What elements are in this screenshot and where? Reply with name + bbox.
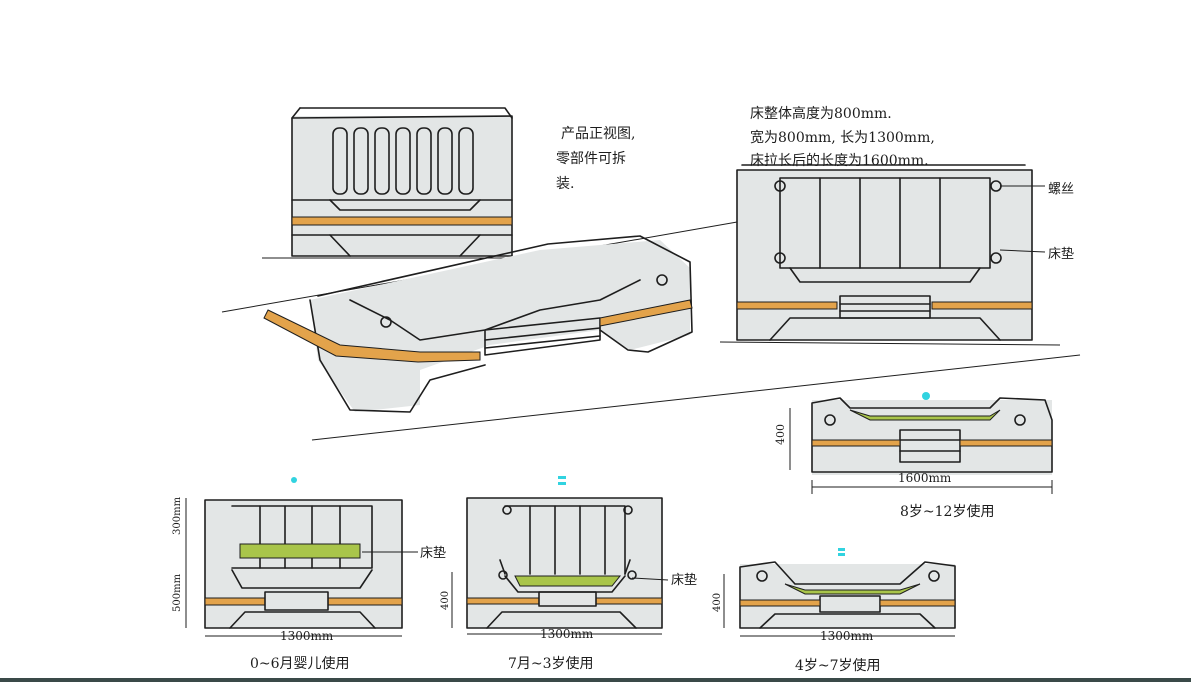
screw-icon — [774, 180, 786, 192]
screw-icon — [380, 316, 392, 328]
screw-icon — [656, 274, 668, 286]
pad-label-right: 床垫 — [1048, 246, 1074, 262]
screw-icon — [990, 252, 1002, 264]
front-view-note-2: 零部件可拆 — [556, 151, 626, 167]
screw-icon — [928, 570, 940, 582]
view-c-caption: 4岁~7岁使用 — [795, 657, 881, 674]
view-a-width: 1300mm — [280, 629, 334, 643]
view-a-caption: 0~6月婴儿使用 — [250, 655, 350, 672]
perspective-view — [221, 217, 1081, 441]
orange-band — [204, 597, 266, 606]
orange-band — [466, 597, 540, 605]
orange-band — [263, 309, 481, 363]
view-d-caption: 8岁~12岁使用 — [900, 503, 994, 520]
view-c-bed — [723, 548, 956, 637]
screw-icon — [502, 505, 512, 515]
front-view-crib — [262, 107, 540, 259]
screw-icon — [623, 505, 633, 515]
view-b-crib — [451, 476, 669, 635]
screw-icon — [498, 570, 508, 580]
front-view-note-3: 装. — [556, 176, 574, 192]
front-view-note-1: 产品正视图, — [561, 126, 635, 142]
orange-band — [291, 216, 513, 226]
mattress — [239, 543, 361, 559]
screw-icon — [1014, 414, 1026, 426]
spec-line-1: 床整体高度为800mm. — [750, 105, 892, 122]
marker-dot — [922, 392, 930, 400]
bottom-edge-band — [0, 678, 1191, 682]
screw-icon — [627, 570, 637, 580]
crib-bars — [332, 127, 474, 195]
view-d-extended-bed — [789, 392, 1053, 494]
orange-band — [811, 439, 901, 447]
view-d-width: 1600mm — [898, 471, 952, 485]
side-view-extended — [719, 164, 1061, 346]
orange-band — [739, 599, 821, 607]
pad-label-b: 床垫 — [671, 572, 697, 588]
marker-dot — [838, 548, 845, 551]
pad-label-a: 床垫 — [420, 545, 446, 561]
screw-icon — [774, 252, 786, 264]
mattress — [849, 409, 1001, 421]
mattress — [784, 583, 921, 595]
view-c-height: 400 — [712, 593, 723, 612]
marker-dot — [291, 477, 297, 483]
view-b-width: 1300mm — [540, 627, 594, 641]
mattress — [514, 575, 622, 587]
view-a-top-dim: 300mm — [172, 496, 183, 535]
view-b-caption: 7月~3岁使用 — [508, 655, 594, 672]
view-a-crib — [185, 477, 418, 637]
orange-band — [736, 301, 838, 310]
marker-dot — [558, 476, 566, 479]
screw-label: 螺丝 — [1048, 182, 1074, 197]
spec-line-3: 床拉长后的长度为1600mm. — [750, 153, 929, 169]
screw-icon — [756, 570, 768, 582]
view-c-width: 1300mm — [820, 629, 874, 643]
view-d-height: 400 — [774, 424, 787, 445]
view-b-height: 400 — [440, 591, 451, 610]
spec-line-2: 宽为800mm, 长为1300mm, — [750, 129, 935, 146]
view-a-bottom-dim: 500mm — [172, 573, 183, 612]
screw-icon — [824, 414, 836, 426]
